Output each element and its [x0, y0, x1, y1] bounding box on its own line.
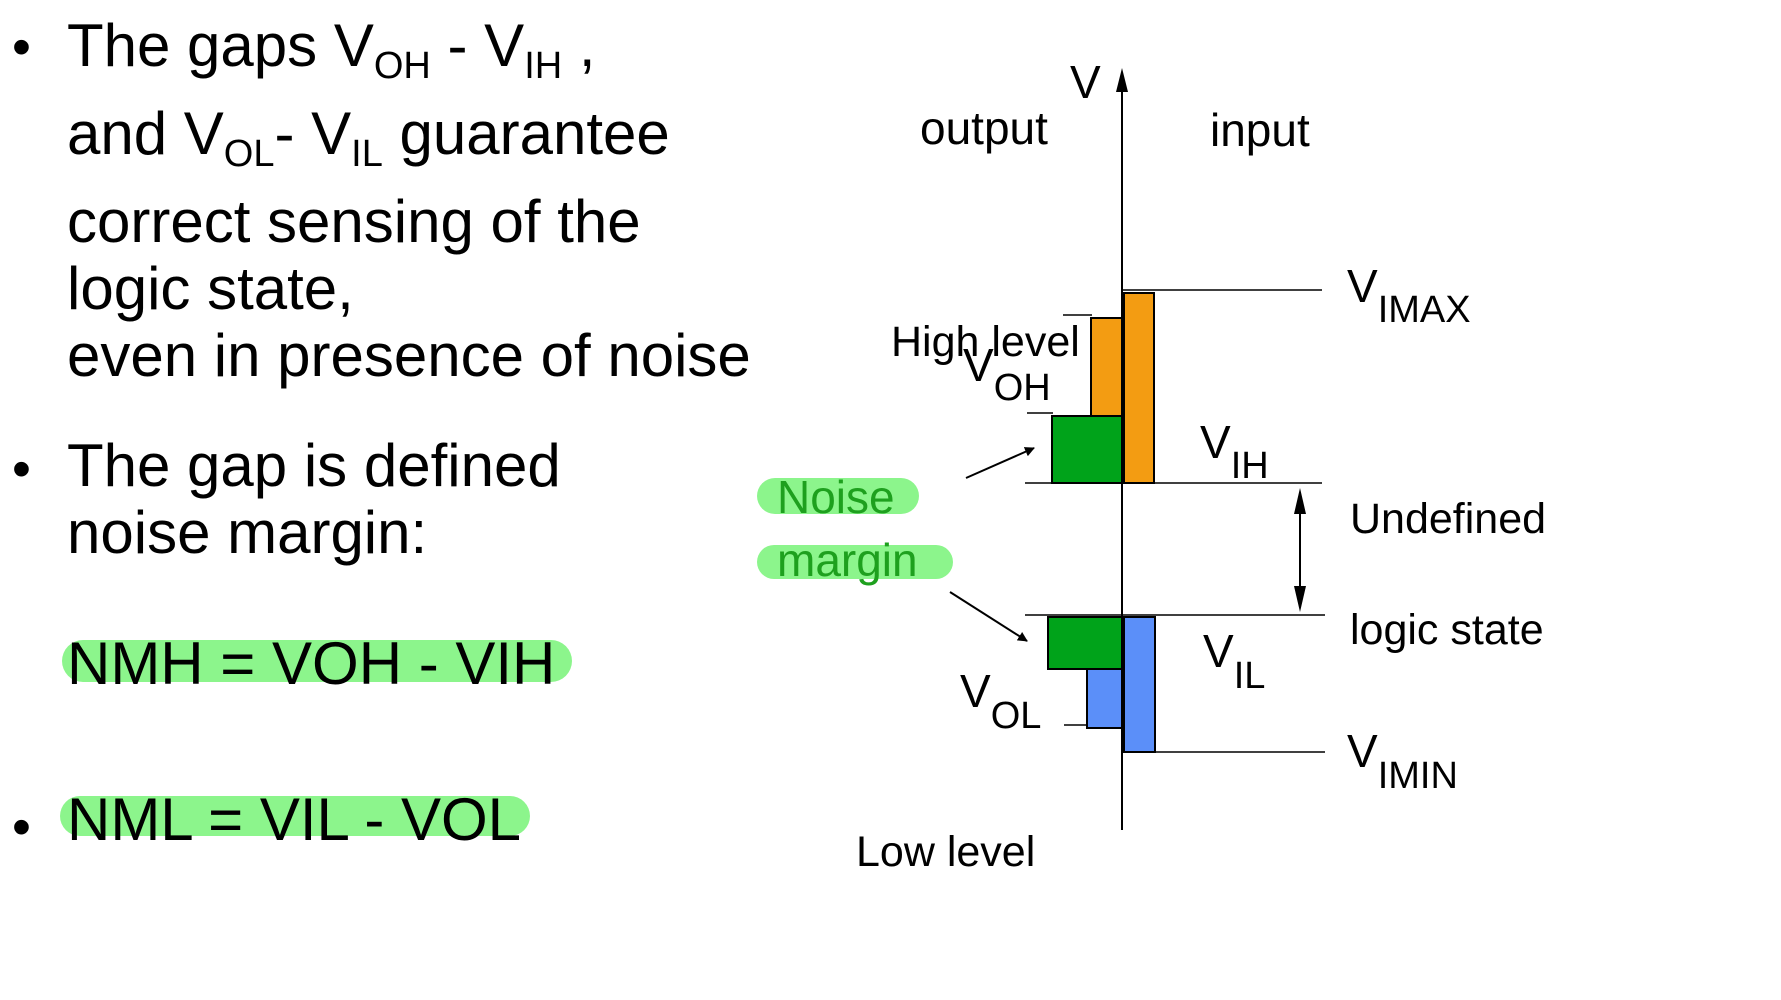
- voh-label: VOH: [963, 339, 1051, 409]
- paragraph-gaps: The gaps VOH - VIH , and VOL- VIL guaran…: [67, 8, 751, 393]
- output-label: output: [920, 102, 1048, 154]
- noise-margin-line-2: noise margin:: [67, 499, 428, 566]
- undefined-label: Undefined: [1350, 495, 1546, 543]
- high-noise-margin-bar: [1051, 415, 1124, 484]
- nmh-highlight: [62, 640, 572, 682]
- undefined-arrow-bottom: [1294, 586, 1306, 612]
- margin-label: margin: [777, 534, 918, 586]
- high-input-bar: [1123, 292, 1155, 484]
- vil-label: VIL: [1203, 625, 1265, 697]
- gaps-line-4: logic state,: [67, 255, 354, 323]
- paragraph-noise-margin: The gap is defined noise margin:: [67, 428, 561, 570]
- undefined-arrow-top: [1294, 488, 1306, 514]
- noise-margin-line-1: The gap is defined: [67, 432, 561, 499]
- v-axis-label: V: [1070, 56, 1101, 108]
- bullet-3: •: [12, 797, 31, 857]
- bullet-1: •: [12, 17, 31, 77]
- vih-label: VIH: [1200, 416, 1269, 487]
- noise-highlight: [757, 478, 919, 514]
- nml-highlight: [60, 796, 530, 836]
- low-input-bar: [1123, 616, 1156, 753]
- vol-label: VOL: [960, 665, 1041, 737]
- noise-pointer-low: [949, 591, 1028, 642]
- v-axis-arrowhead: [1116, 68, 1128, 92]
- vimax-label: VIMAX: [1347, 260, 1471, 331]
- input-label: input: [1210, 104, 1310, 156]
- logic-state-label: logic state: [1350, 606, 1544, 654]
- gaps-line-1: The gaps VOH - VIH ,: [67, 12, 596, 88]
- bullet-2: •: [12, 439, 31, 499]
- vimin-label: VIMIN: [1347, 725, 1458, 797]
- nml-equation: NML = VIL - VOL: [67, 786, 522, 853]
- nmh-equation: NMH = VOH - VIH: [67, 630, 556, 697]
- gaps-line-2: and VOL- VIL guarantee: [67, 100, 670, 176]
- noise-label: Noise: [777, 471, 895, 523]
- noise-pointer-high: [965, 447, 1035, 479]
- low-level-label: Low level: [856, 828, 1035, 876]
- high-output-bar: [1090, 317, 1124, 417]
- gaps-line-3: correct sensing of the: [67, 188, 641, 256]
- high-level-label: High level: [891, 318, 1080, 366]
- low-output-bar: [1086, 668, 1124, 729]
- margin-highlight: [757, 545, 953, 579]
- low-noise-margin-bar: [1047, 616, 1124, 670]
- gaps-line-5: even in presence of noise: [67, 322, 751, 390]
